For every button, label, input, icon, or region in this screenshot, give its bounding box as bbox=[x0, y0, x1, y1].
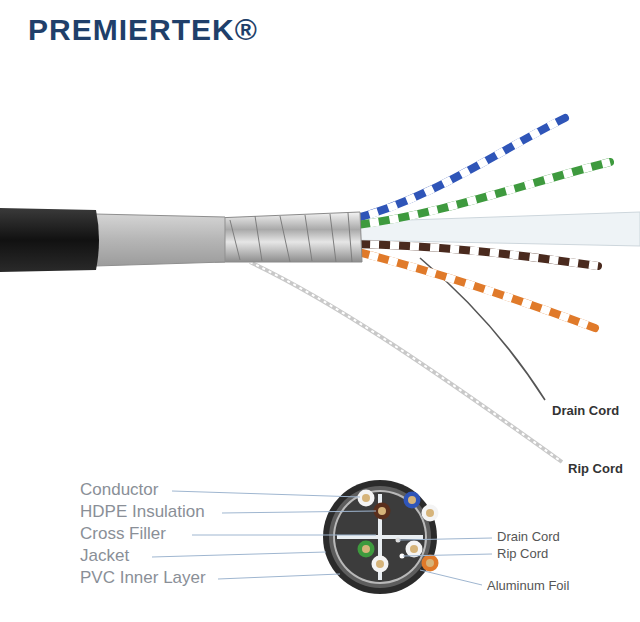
label-holder: Rip Cord bbox=[497, 546, 548, 562]
leader-line bbox=[420, 570, 482, 585]
aluminum-foil bbox=[215, 212, 362, 262]
label-holder: PREMIERTEK® bbox=[28, 12, 258, 48]
conductor bbox=[378, 507, 386, 515]
part-label: Rip Cord bbox=[568, 461, 623, 477]
label-holder: Rip Cord bbox=[568, 461, 623, 477]
label-holder: Aluminum Foil bbox=[487, 578, 569, 594]
section-jacket bbox=[323, 480, 437, 594]
insulation bbox=[404, 492, 421, 509]
part-label: Conductor bbox=[80, 480, 158, 500]
part-label: Drain Cord bbox=[497, 529, 560, 545]
insulation bbox=[358, 541, 375, 558]
conductor bbox=[410, 545, 418, 553]
section-foil bbox=[333, 490, 427, 584]
label-holder: Jacket bbox=[80, 546, 129, 566]
orange-pair bbox=[350, 250, 595, 328]
green-pair bbox=[350, 162, 610, 226]
part-label: Jacket bbox=[80, 546, 129, 566]
conductor bbox=[362, 494, 370, 502]
foil-wrinkles bbox=[230, 213, 352, 262]
leader-line bbox=[172, 491, 360, 497]
label-holder: Conductor bbox=[80, 480, 158, 500]
label-holder: Cross Filler bbox=[80, 524, 166, 544]
pvc-inner-layer bbox=[95, 214, 225, 266]
conductor bbox=[426, 559, 434, 567]
leader-line bbox=[222, 511, 376, 513]
insulation bbox=[422, 505, 439, 522]
part-label: Cross Filler bbox=[80, 524, 166, 544]
conductor bbox=[408, 496, 416, 504]
insulation bbox=[422, 555, 439, 572]
insulation bbox=[372, 556, 389, 573]
insulation bbox=[358, 490, 375, 507]
part-label: HDPE Insulation bbox=[80, 502, 205, 522]
orange-pair-stripe bbox=[350, 250, 595, 328]
section-inner-layer bbox=[329, 486, 431, 588]
leader-line bbox=[218, 574, 340, 579]
leader-line bbox=[403, 554, 492, 556]
leader-line bbox=[152, 552, 326, 557]
insulation bbox=[374, 503, 391, 520]
drain-wire bbox=[420, 258, 545, 400]
part-label: Aluminum Foil bbox=[487, 578, 569, 594]
conductor bbox=[376, 560, 384, 568]
part-label: PVC Inner Layer bbox=[80, 568, 206, 588]
section-core bbox=[335, 492, 425, 582]
green-pair-stripe bbox=[350, 162, 610, 226]
section-conductors bbox=[358, 490, 439, 573]
part-label: Drain Cord bbox=[552, 403, 619, 419]
brand-logo: PREMIERTEK® bbox=[28, 12, 258, 48]
conductor bbox=[426, 509, 434, 517]
label-holder: HDPE Insulation bbox=[80, 502, 205, 522]
leader-line bbox=[192, 535, 376, 536]
insulation bbox=[406, 541, 423, 558]
outer-jacket bbox=[0, 208, 99, 272]
leader-line bbox=[399, 538, 492, 540]
conductor bbox=[362, 545, 370, 553]
part-label: Rip Cord bbox=[497, 546, 548, 562]
rip-cord-wire bbox=[250, 262, 562, 462]
label-holder: Drain Cord bbox=[552, 403, 619, 419]
rip-cord-texture bbox=[250, 262, 562, 462]
label-holder: PVC Inner Layer bbox=[80, 568, 206, 588]
label-holder: Drain Cord bbox=[497, 529, 560, 545]
